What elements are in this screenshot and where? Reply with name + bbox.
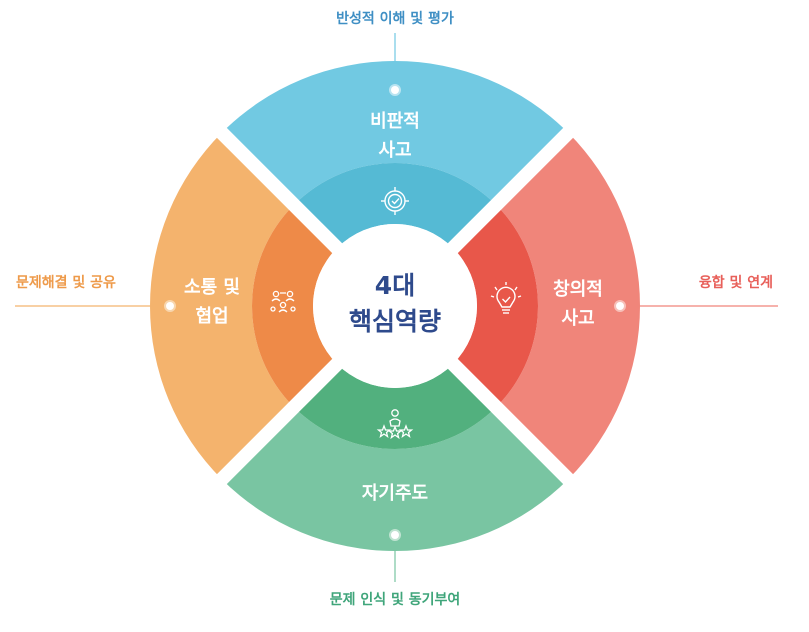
segment-top-inner — [293, 163, 497, 249]
outer-label-bottom: 문제 인식 및 동기부여 — [330, 591, 461, 608]
outer-label-top: 반성적 이해 및 평가 — [336, 10, 454, 27]
target-check-icon — [381, 187, 409, 215]
dot-right — [614, 300, 626, 312]
dot-bottom — [389, 529, 401, 541]
ring-segments — [150, 61, 640, 551]
dot-left — [164, 300, 176, 312]
dot-top — [389, 84, 401, 96]
right-title-line1: 창의적 — [553, 279, 603, 300]
segment-bottom-outer — [221, 407, 569, 551]
segment-bottom-inner — [293, 363, 497, 449]
top-title-line2: 사고 — [378, 140, 411, 161]
segment-left-inner — [252, 204, 338, 408]
segment-right-outer — [496, 132, 640, 480]
outer-label-right: 융합 및 연계 — [699, 274, 773, 291]
connector-dots — [164, 84, 626, 541]
person-stars-icon — [376, 409, 414, 440]
segment-left-outer — [150, 132, 294, 480]
left-title-line2: 협업 — [195, 305, 228, 327]
bottom-title: 자기주도 — [362, 483, 428, 504]
center-title-line1: 4대 — [375, 271, 415, 300]
center-title-line2: 핵심역량 — [349, 307, 441, 336]
right-title-line2: 사고 — [561, 308, 594, 329]
top-title-line1: 비판적 — [370, 111, 420, 132]
team-icon — [270, 290, 296, 313]
center-circle — [313, 224, 477, 388]
lightbulb-icon — [490, 282, 522, 314]
segment-top-outer — [221, 61, 569, 205]
outer-label-left: 문제해결 및 공유 — [16, 274, 116, 291]
left-title-line1: 소통 및 — [184, 277, 240, 298]
segment-right-inner — [452, 204, 538, 408]
